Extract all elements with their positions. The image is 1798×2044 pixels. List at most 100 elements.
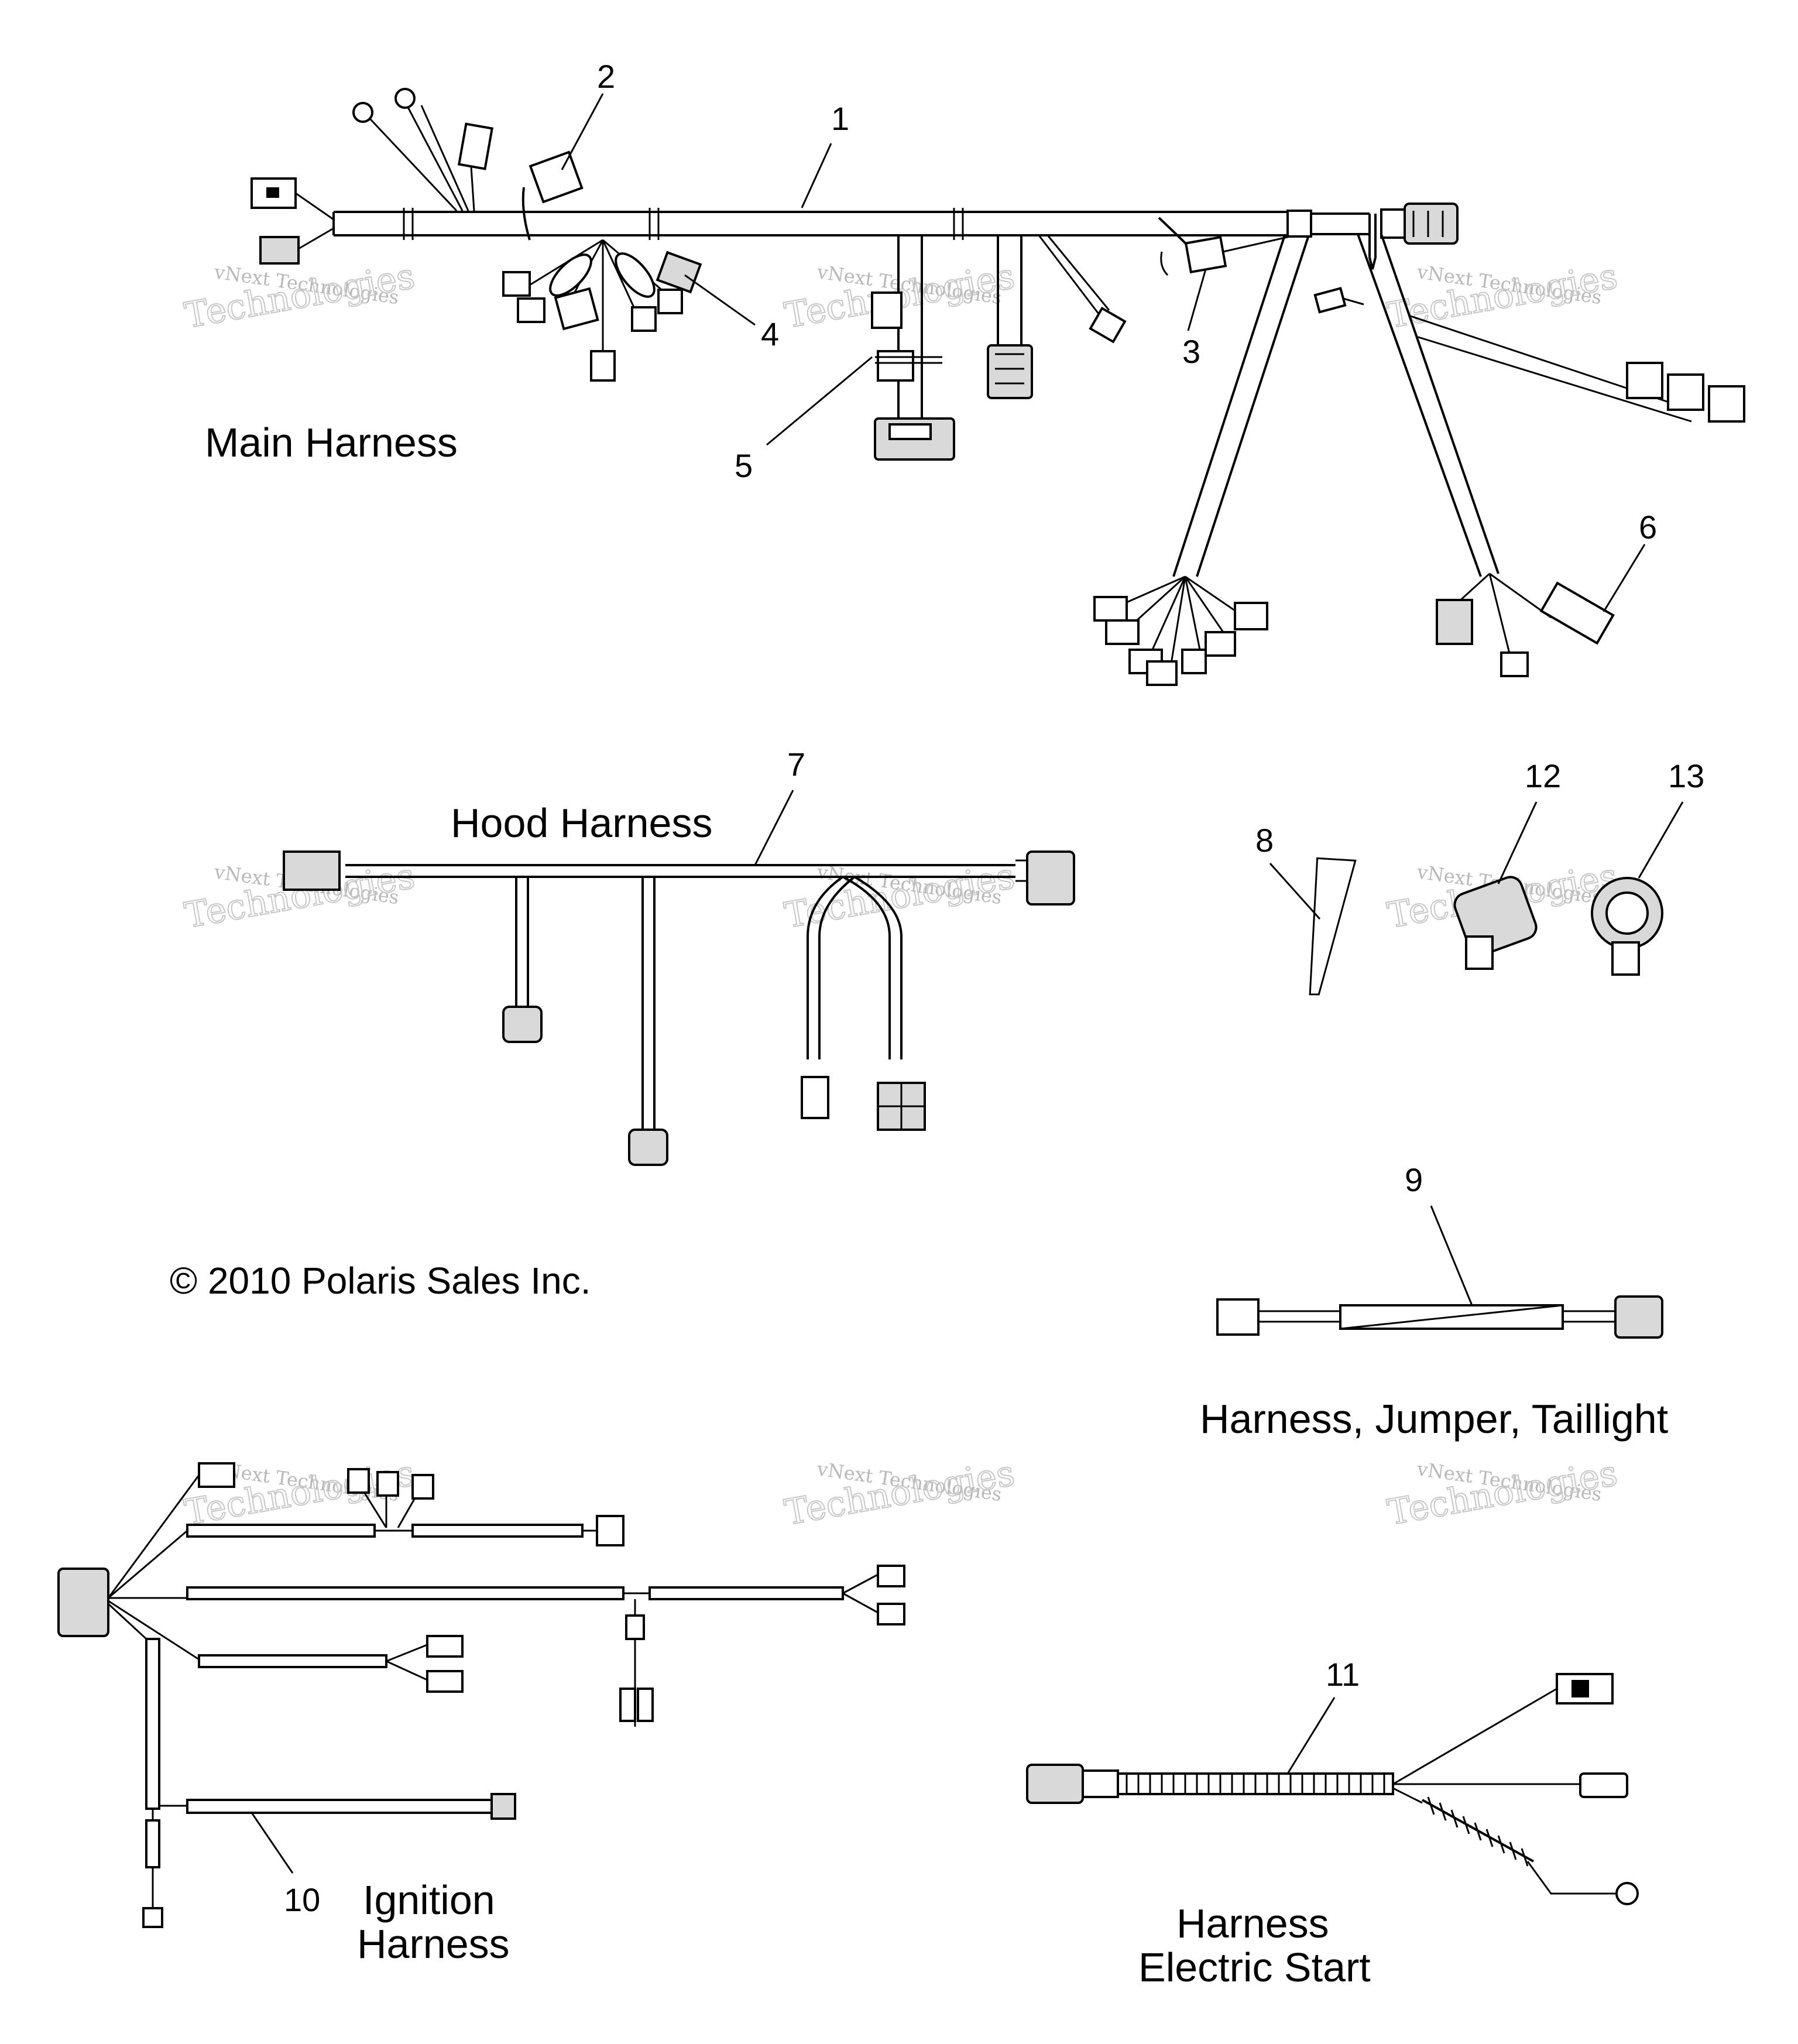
main-harness-trunk-end bbox=[1311, 212, 1370, 235]
relay-block bbox=[1626, 362, 1663, 399]
electric-start-harness: Harness Electric Start bbox=[1026, 1673, 1639, 1990]
ring-terminal bbox=[352, 102, 373, 123]
left-connector-wires bbox=[295, 192, 334, 250]
left-connector-bottom bbox=[259, 236, 300, 265]
hood-drop-1 bbox=[515, 877, 529, 1007]
copyright: © 2010 Polaris Sales Inc. bbox=[170, 1260, 591, 1302]
ignition-sheath bbox=[186, 1799, 493, 1814]
watermark: vNext Technologies Technologies bbox=[781, 1452, 1018, 1534]
drop-connector bbox=[877, 350, 914, 382]
jumper-wire-left bbox=[1258, 1310, 1340, 1323]
item-2-connector bbox=[529, 150, 584, 204]
small-connector bbox=[590, 350, 616, 382]
hood-drop-3-connector bbox=[801, 1076, 829, 1119]
leader-5 bbox=[766, 356, 873, 446]
small-connector bbox=[411, 1474, 434, 1500]
leader-2 bbox=[561, 93, 604, 170]
ignition-wire bbox=[386, 1644, 428, 1681]
small-connector bbox=[1093, 596, 1128, 622]
callout-1: 1 bbox=[831, 100, 849, 137]
callout-numbers: 1 2 3 4 5 6 7 8 9 10 11 12 13 bbox=[284, 58, 1704, 1918]
small-connector bbox=[517, 297, 545, 323]
connector-body bbox=[1380, 208, 1406, 239]
jumper-right-connector bbox=[1614, 1295, 1663, 1339]
item-3-arrow bbox=[1160, 251, 1169, 276]
estart-collar bbox=[1082, 1769, 1119, 1798]
small-connector bbox=[426, 1635, 464, 1658]
leader-7 bbox=[754, 790, 794, 866]
jumper-sheath-line bbox=[1340, 1304, 1563, 1330]
item-2-wire bbox=[521, 187, 531, 241]
center-drop-sheath bbox=[997, 235, 1022, 345]
hood-left-connector bbox=[283, 850, 341, 891]
small-connector-wire bbox=[470, 166, 475, 211]
callout-3: 3 bbox=[1182, 333, 1200, 370]
ignition-sheath bbox=[186, 1586, 625, 1600]
callout-6: 6 bbox=[1639, 509, 1657, 546]
relay-block bbox=[1667, 373, 1704, 411]
connector-pin bbox=[266, 187, 279, 198]
connector-ribs bbox=[1412, 211, 1444, 237]
connector-ribs bbox=[995, 353, 1024, 385]
branch-boot bbox=[615, 252, 656, 298]
ignition-wire bbox=[623, 1573, 879, 1614]
ignition-sheath bbox=[198, 1654, 387, 1668]
leader-1 bbox=[801, 143, 832, 208]
leader-3 bbox=[1187, 269, 1207, 331]
item-3-connector bbox=[1184, 235, 1227, 274]
small-connector bbox=[142, 1907, 163, 1928]
hood-harness-title: Hood Harness bbox=[451, 800, 712, 846]
ignition-title-line-1: Ignition bbox=[363, 1877, 495, 1923]
ring-terminal bbox=[394, 88, 416, 109]
main-end-connector bbox=[1404, 203, 1459, 245]
small-connector bbox=[457, 122, 494, 170]
small-connector bbox=[502, 271, 531, 297]
leader-11 bbox=[1286, 1697, 1336, 1774]
small-connector bbox=[877, 1603, 905, 1625]
jumper-wire-right bbox=[1563, 1310, 1615, 1323]
connector-pin bbox=[1571, 1680, 1589, 1697]
clip-foot bbox=[1611, 941, 1640, 976]
ring-terminal-wires bbox=[362, 99, 469, 212]
item-8-cable-tie bbox=[1309, 857, 1357, 996]
leader-4 bbox=[684, 274, 756, 326]
callout-4: 4 bbox=[761, 315, 779, 352]
ignition-sheath bbox=[145, 1819, 160, 1868]
small-connector bbox=[656, 251, 702, 294]
ignition-harness: Ignition Harness bbox=[57, 1462, 905, 1967]
small-parts bbox=[1309, 857, 1663, 996]
watermark: vNext Technologies Technologies bbox=[1384, 255, 1621, 337]
small-branch-wire bbox=[1038, 235, 1110, 317]
jumper-taillight-harness: Harness, Jumper, Taillight bbox=[1200, 1295, 1668, 1442]
jumper-left-connector bbox=[1216, 1298, 1260, 1336]
spade-terminal bbox=[1313, 287, 1347, 314]
drop-band bbox=[875, 356, 942, 364]
item-4-branch bbox=[502, 239, 702, 382]
jumper-title: Harness, Jumper, Taillight bbox=[1200, 1396, 1668, 1442]
small-connector bbox=[1234, 602, 1268, 630]
hood-trunk bbox=[345, 864, 1015, 878]
estart-coil-ribs bbox=[1427, 1796, 1529, 1867]
hood-drop-2-connector bbox=[628, 1129, 668, 1166]
clip-hole bbox=[1605, 891, 1649, 935]
callout-5: 5 bbox=[735, 447, 753, 484]
item-6-connector bbox=[1539, 581, 1615, 645]
callout-12: 12 bbox=[1525, 757, 1561, 794]
small-connector bbox=[1205, 631, 1236, 657]
cluster-wires bbox=[1111, 575, 1241, 668]
ignition-sheath bbox=[411, 1524, 584, 1538]
item-12-clip bbox=[1453, 876, 1538, 970]
callout-8: 8 bbox=[1255, 822, 1274, 859]
ground-stud bbox=[1368, 214, 1377, 270]
branch-boot bbox=[549, 253, 592, 297]
ignition-sheath bbox=[186, 1524, 376, 1538]
estart-ground-wire bbox=[1526, 1861, 1615, 1895]
callout-10: 10 bbox=[284, 1881, 320, 1918]
leader-6 bbox=[1603, 544, 1646, 612]
estart-title-line-1: Harness bbox=[1176, 1901, 1329, 1946]
small-connector bbox=[198, 1462, 235, 1488]
small-connector bbox=[347, 1468, 370, 1494]
spade-wire bbox=[1343, 297, 1364, 306]
harness-clip bbox=[1286, 210, 1312, 238]
estart-connector bbox=[1026, 1764, 1084, 1804]
